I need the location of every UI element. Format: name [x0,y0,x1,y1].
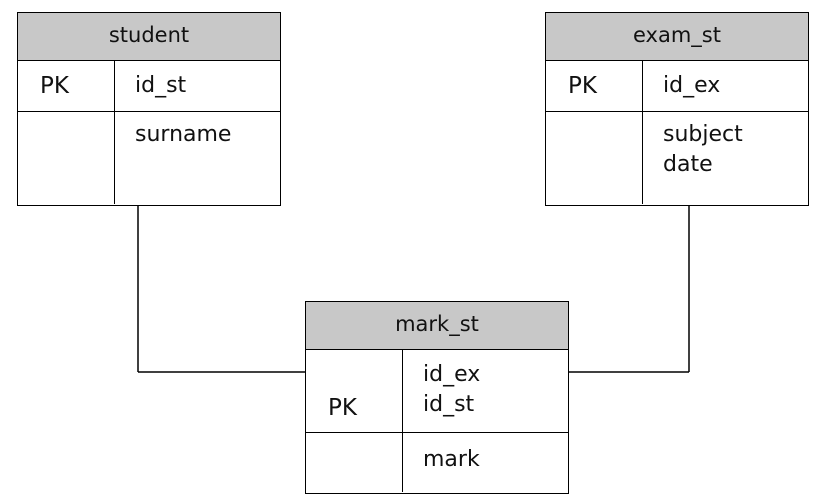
field-subject: subject [663,122,743,147]
key-cell-empty [546,112,643,204]
pk-fields: id_st [115,61,186,111]
field-id-st: id_st [423,392,475,417]
entity-title: mark_st [306,302,568,350]
entity-title: exam_st [546,13,808,61]
field-mark: mark [423,447,480,472]
field-id-st: id_st [135,73,187,98]
attribute-row: subject date [546,111,808,204]
field-id-ex: id_ex [423,362,481,387]
entity-exam-st[interactable]: exam_st PK id_ex subject date [545,12,809,206]
attribute-fields: surname [115,112,231,204]
pk-label: PK [546,61,643,111]
pk-fields: id_ex [643,61,720,111]
primary-key-row: PK id_st [18,61,280,111]
entity-mark-st[interactable]: mark_st PK id_ex id_st mark [305,301,569,494]
pk-fields: id_ex id_st [403,350,480,432]
field-date: date [663,152,713,177]
pk-label: PK [306,350,403,432]
field-id-ex: id_ex [663,73,721,98]
primary-key-row: PK id_ex id_st [306,350,568,432]
primary-key-row: PK id_ex [546,61,808,111]
attribute-fields: subject date [643,112,743,204]
key-cell-empty [18,112,115,204]
field-surname: surname [135,122,232,147]
key-cell-empty [306,433,403,492]
entity-title: student [18,13,280,61]
attribute-row: mark [306,432,568,492]
pk-label: PK [18,61,115,111]
entity-student[interactable]: student PK id_st surname [17,12,281,206]
attribute-fields: mark [403,433,480,492]
attribute-row: surname [18,111,280,204]
